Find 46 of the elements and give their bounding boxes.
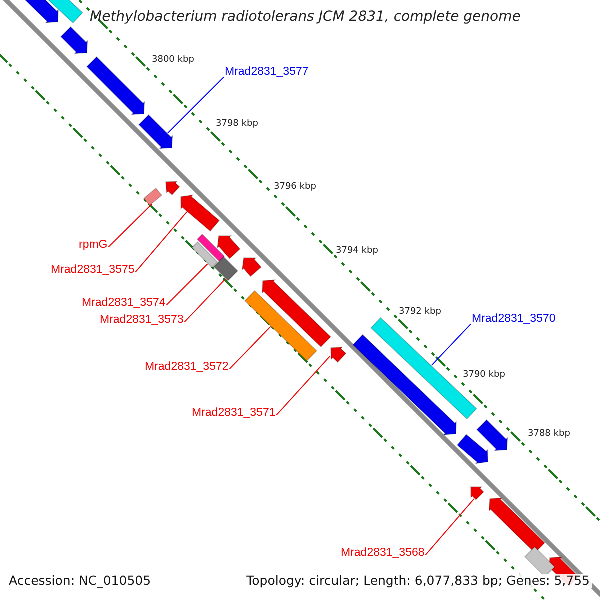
leader-line bbox=[184, 278, 226, 323]
accession-text: Accession: NC_010505 bbox=[9, 574, 152, 588]
scale-label: 3800 kbp bbox=[152, 55, 194, 66]
gene-feature bbox=[330, 347, 347, 363]
gene-feature bbox=[144, 188, 162, 206]
leader-line bbox=[167, 76, 224, 134]
genome-summary: Topology: circular; Length: 6,077,833 bp; Genes: 5,755 bbox=[244, 574, 592, 588]
scale-label: 3788 kbp bbox=[528, 429, 570, 440]
gene-label: Mrad2831_3568 bbox=[341, 547, 425, 560]
gene-label: Mrad2831_3577 bbox=[225, 66, 309, 80]
leader-line bbox=[108, 204, 152, 248]
gene-feature bbox=[196, 234, 226, 262]
gene-feature bbox=[242, 258, 262, 278]
gene-label: Mrad2831_3574 bbox=[82, 297, 166, 310]
gene-feature bbox=[138, 114, 174, 150]
gene-feature bbox=[262, 280, 332, 348]
leader-line bbox=[135, 212, 188, 273]
gene-feature bbox=[192, 242, 218, 268]
scale-label: 3796 kbp bbox=[274, 182, 316, 192]
scale-label: 3794 kbp bbox=[336, 246, 378, 256]
scale-label: 3792 kbp bbox=[399, 307, 442, 318]
gene-feature bbox=[217, 236, 241, 260]
gene-feature bbox=[470, 486, 484, 500]
gene-label: Mrad2831_3570 bbox=[472, 313, 556, 326]
scale-label: 3798 kbp bbox=[216, 119, 258, 130]
map-title: Methylobacterium radiotolerans JCM 2831, complete genome bbox=[90, 9, 521, 26]
gene-feature bbox=[166, 181, 180, 196]
gene-feature bbox=[86, 56, 146, 116]
leader-line bbox=[166, 264, 208, 306]
scale-label: 3790 kbp bbox=[463, 370, 506, 380]
gene-label: Mrad2831_3575 bbox=[51, 264, 135, 278]
gene-feature bbox=[244, 290, 318, 362]
gene-feature bbox=[180, 194, 220, 232]
leader-line bbox=[276, 356, 331, 416]
gene-feature bbox=[60, 26, 88, 54]
gene-feature bbox=[476, 420, 508, 452]
gene-label: Mrad2831_3573 bbox=[100, 314, 184, 328]
leader-line bbox=[425, 498, 475, 556]
gene-label: rpmG bbox=[79, 239, 108, 252]
leader-line bbox=[229, 326, 272, 370]
leader-line bbox=[431, 324, 472, 366]
gene-feature bbox=[456, 434, 488, 464]
gene-feature bbox=[214, 256, 238, 282]
gene-label: Mrad2831_3572 bbox=[145, 361, 229, 374]
gene-label: Mrad2831_3571 bbox=[192, 407, 276, 420]
gene-feature bbox=[352, 334, 457, 436]
